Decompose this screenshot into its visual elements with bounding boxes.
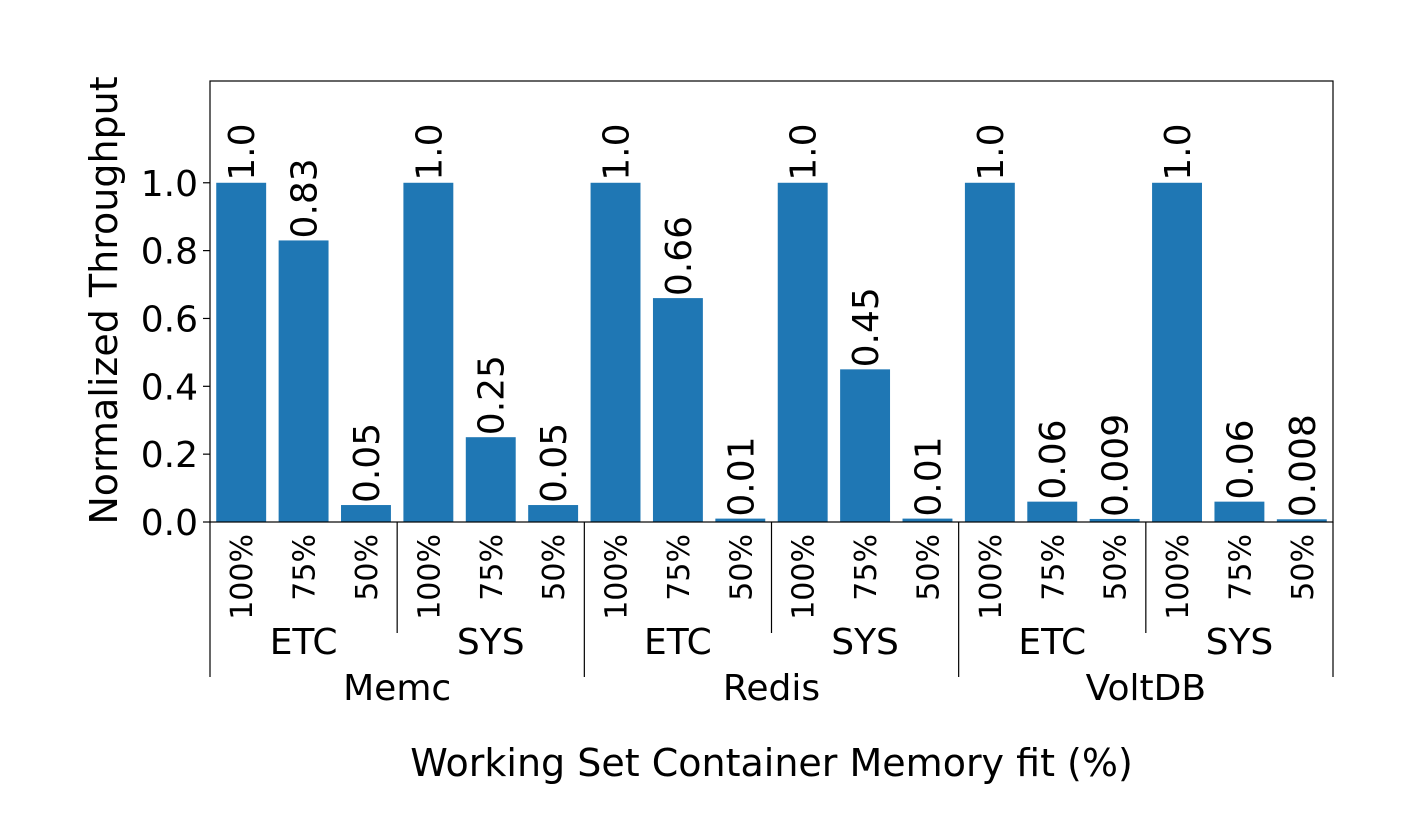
bar-value-label: 0.66 [659, 216, 700, 296]
x-tick-label: 100% [412, 534, 447, 620]
subgroup-label-etc: ETC [270, 622, 338, 663]
x-tick-label: 100% [225, 534, 260, 620]
bar-value-label: 0.83 [285, 158, 326, 238]
bar-redis-etc-100pct [590, 182, 641, 522]
bar-value-label: 0.05 [347, 423, 388, 503]
bar-value-label: 1.0 [971, 124, 1012, 181]
x-tick-label: 50% [350, 534, 385, 601]
bar-value-label: 0.05 [534, 423, 575, 503]
x-tick-label: 50% [1286, 534, 1321, 601]
x-axis-title: Working Set Container Memory fit (%) [410, 741, 1133, 785]
y-tick-label: 0.6 [141, 299, 198, 340]
y-tick-label: 0.8 [141, 232, 198, 273]
bar-voltdb-etc-100pct [964, 182, 1015, 522]
bar-memc-sys-75pct [465, 437, 516, 522]
y-tick-label: 0.0 [141, 503, 198, 544]
bars-layer [216, 182, 1327, 522]
bar-redis-sys-100pct [777, 182, 828, 522]
y-axis: 0.0 0.2 0.4 0.6 0.8 1.0 [141, 164, 210, 544]
subgroup-label-etc: ETC [644, 622, 712, 663]
x-tick-label: 100% [787, 534, 822, 620]
bar-memc-sys-100pct [403, 182, 454, 522]
bar-redis-sys-75pct [840, 369, 891, 522]
bar-voltdb-sys-100pct [1152, 182, 1202, 522]
subgroup-label-sys: SYS [1206, 622, 1274, 663]
bar-memc-etc-75pct [278, 240, 329, 522]
x-tick-label: 100% [1161, 534, 1196, 620]
x-tick-label: 50% [724, 534, 759, 601]
bar-value-label: 0.45 [846, 287, 887, 367]
y-tick-label: 0.2 [141, 435, 198, 476]
group-label-voltdb: VoltDB [1086, 668, 1206, 709]
x-tick-label: 50% [1099, 534, 1134, 601]
bar-memc-etc-50pct [341, 505, 391, 522]
x-tick-label: 100% [974, 534, 1009, 620]
subgroup-label-sys: SYS [831, 622, 899, 663]
x-tick-label: 75% [662, 534, 697, 601]
x-tick-label: 75% [1036, 534, 1071, 601]
data-labels-layer: 1.0 0.83 0.05 1.0 0.25 0.05 1.0 0.66 0.01 1.0 0.45… [222, 124, 1324, 518]
group-label-memc: Memc [343, 668, 451, 709]
bar-value-label: 0.25 [472, 355, 513, 435]
x-tick-label: 50% [537, 534, 572, 601]
x-tick-label: 75% [849, 534, 884, 601]
bar-value-label: 0.06 [1033, 419, 1074, 499]
bar-redis-etc-75pct [652, 298, 703, 522]
y-tick-label: 0.4 [141, 367, 198, 408]
bar-voltdb-sys-50pct [1276, 519, 1327, 522]
bar-value-label: 0.009 [1096, 414, 1137, 517]
bar-value-label: 1.0 [409, 124, 450, 181]
x-tick-label: 50% [911, 534, 946, 601]
bar-value-label: 0.008 [1283, 414, 1324, 517]
group-label-redis: Redis [723, 668, 820, 709]
x-axis: 100% 75% 50% 100% 75% 50% 100% 75% 50% 100% 75% 50%… [209, 522, 1334, 709]
x-tick-label: 100% [600, 534, 635, 620]
subgroup-label-sys: SYS [457, 622, 525, 663]
bar-value-label: 1.0 [222, 124, 263, 181]
subgroup-label-etc: ETC [1018, 622, 1086, 663]
bar-value-label: 1.0 [597, 124, 638, 181]
bar-value-label: 0.01 [721, 436, 762, 516]
bar-voltdb-sys-75pct [1214, 501, 1265, 522]
x-tick-label: 75% [1223, 534, 1258, 601]
x-tick-label: 75% [475, 534, 510, 601]
y-axis-title: Normalized Throughput [82, 76, 126, 524]
bar-voltdb-etc-75pct [1027, 501, 1078, 522]
bar-memc-sys-50pct [528, 505, 579, 522]
y-tick-label: 1.0 [141, 164, 198, 205]
bar-value-label: 1.0 [1158, 124, 1199, 181]
bar-value-label: 0.01 [908, 436, 949, 516]
bar-redis-sys-50pct [902, 518, 953, 522]
bar-value-label: 0.06 [1220, 419, 1261, 499]
bar-memc-etc-100pct [216, 182, 267, 522]
bar-voltdb-etc-50pct [1089, 518, 1140, 522]
bar-redis-etc-50pct [715, 518, 766, 522]
bar-value-label: 1.0 [784, 124, 825, 181]
x-tick-label: 75% [288, 534, 323, 601]
